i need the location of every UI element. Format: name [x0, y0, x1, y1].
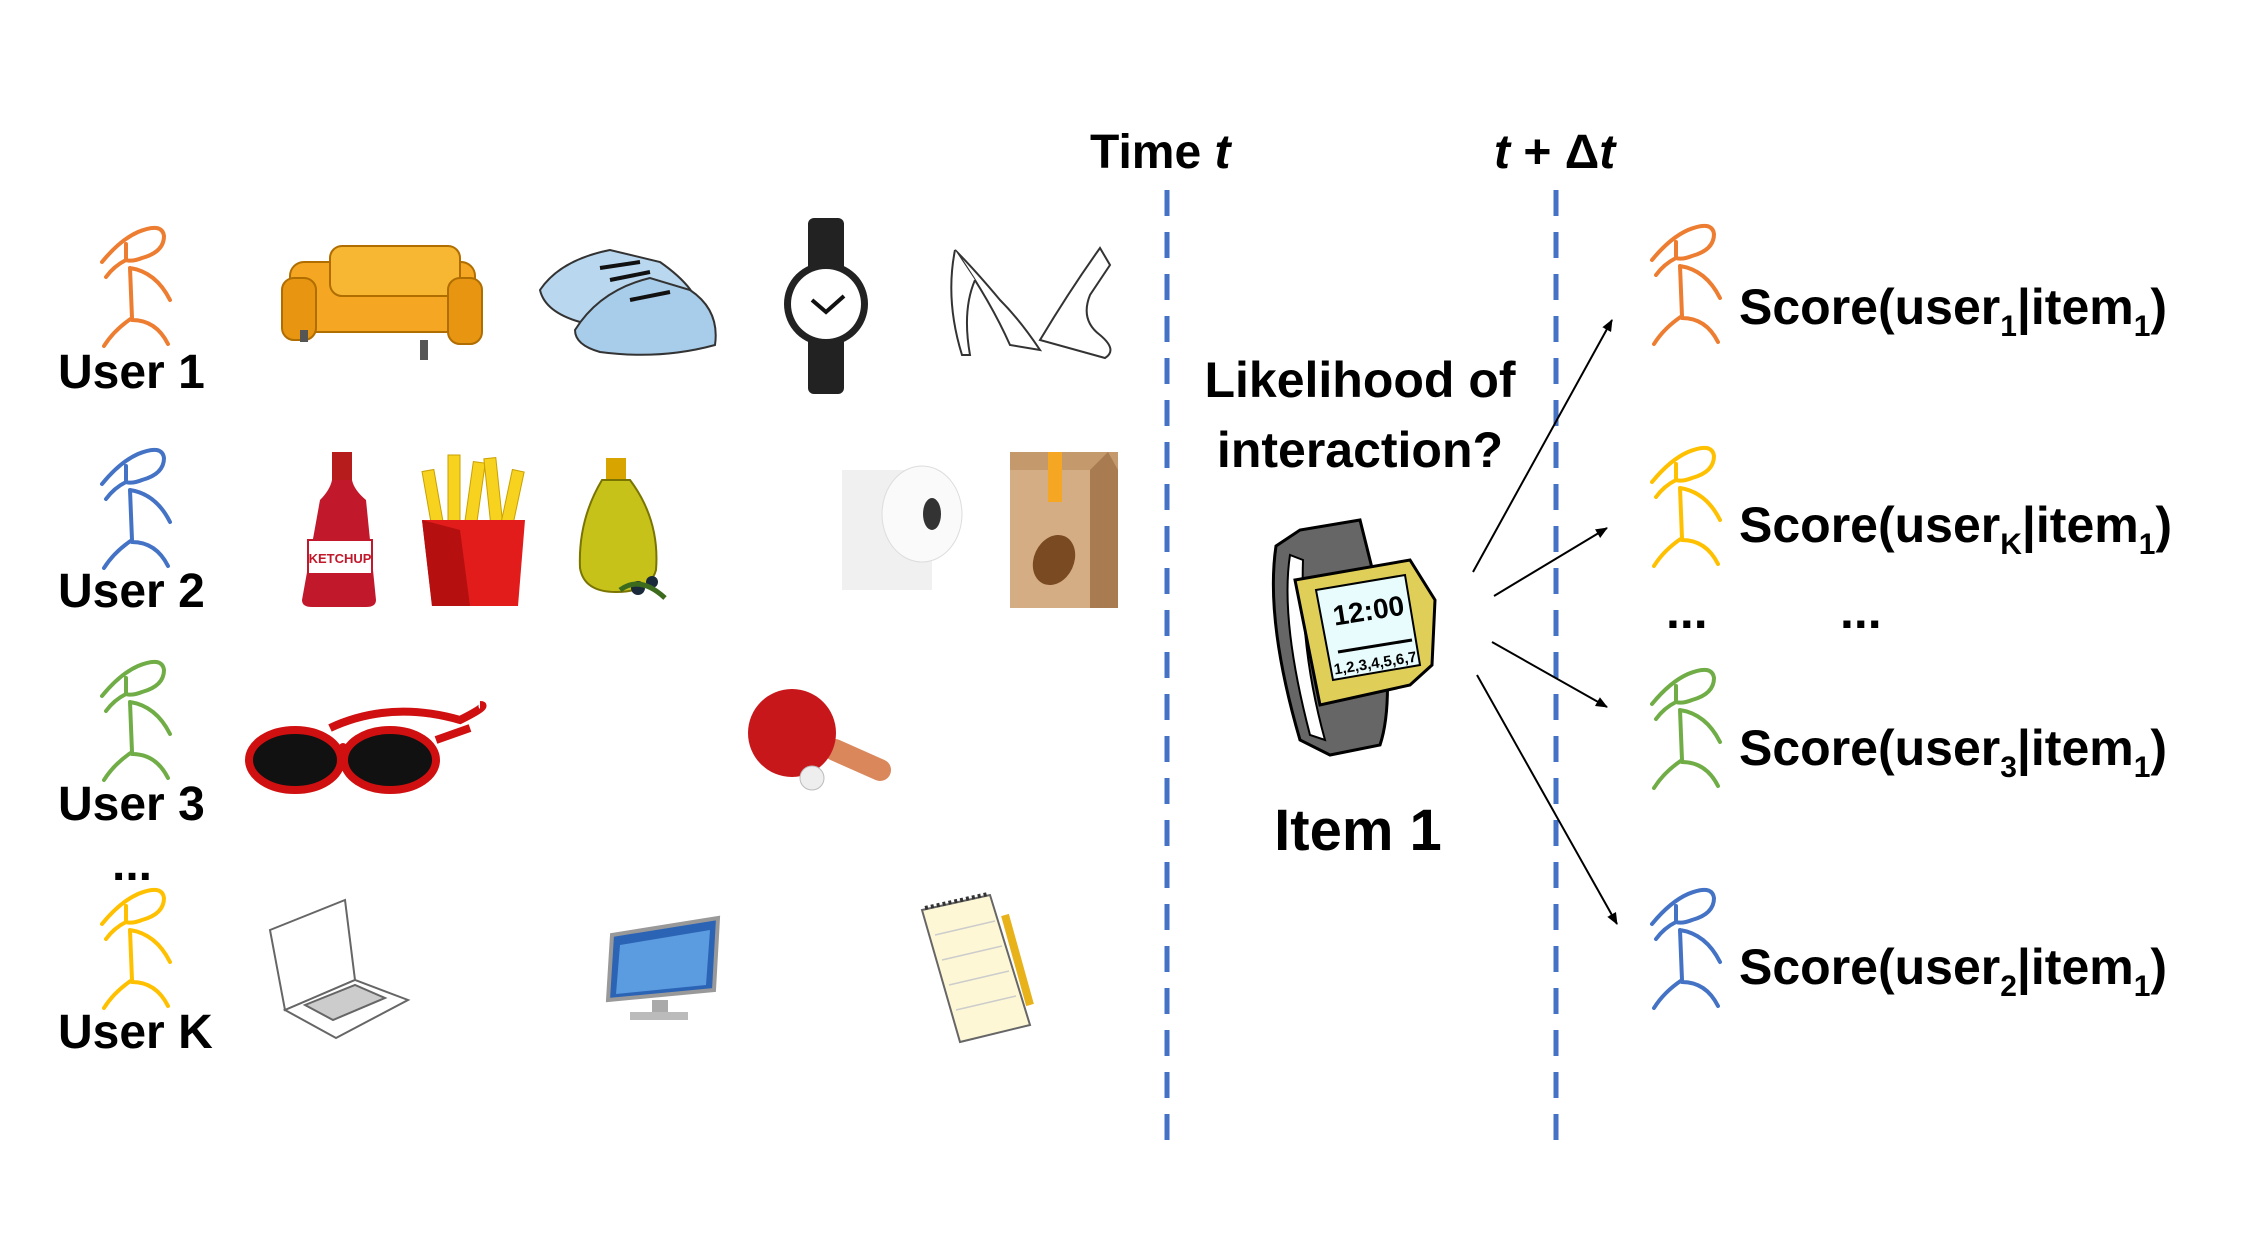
- score-user-sub: 1: [2000, 310, 2017, 343]
- score-mid: |item: [2022, 497, 2139, 554]
- notepad-icon: [920, 892, 1034, 1044]
- question-line-1: Likelihood of: [1204, 352, 1515, 408]
- score-mid: |item: [2017, 279, 2134, 336]
- wristwatch-icon: [784, 218, 868, 394]
- ketchup-label: KETCHUP: [309, 551, 372, 566]
- score-user-2-figure-icon: [1650, 887, 1722, 1010]
- score-item-sub: 1: [2134, 970, 2151, 1003]
- user-k-figure-icon: [100, 887, 172, 1010]
- sneakers-icon: [538, 248, 717, 356]
- score-user-3-label: Score(user3|item1): [1739, 720, 2167, 784]
- item-1-label: Item 1: [1274, 798, 1442, 863]
- toilet-paper-icon: [842, 465, 963, 590]
- user-2-figure-icon: [100, 447, 172, 570]
- olive-oil-icon: [578, 458, 667, 600]
- arrow-to-user-3: [1491, 641, 1608, 708]
- time-t-plus-delta-label: t + Δt: [1494, 126, 1617, 179]
- score-suffix: ): [2150, 720, 2167, 776]
- question-line-2: interaction?: [1217, 422, 1503, 478]
- score-mid: |item: [2017, 939, 2134, 996]
- score-item-ellipsis: ...: [1840, 583, 1882, 639]
- coffee-bag-icon: [1010, 452, 1118, 608]
- score-item-sub: 1: [2134, 310, 2151, 343]
- laptop-icon: [268, 898, 411, 1040]
- score-user-1-figure-icon: [1650, 223, 1722, 346]
- sunglasses-icon: [245, 701, 487, 794]
- smartwatch-item-icon: 12:00 1,2,3,4,5,6,7: [1271, 518, 1437, 757]
- score-user-sub: 2: [2000, 970, 2017, 1003]
- score-item-sub: 1: [2139, 528, 2156, 561]
- ping-pong-paddle-icon: [748, 689, 891, 791]
- score-user-2-label: Score(user2|item1): [1739, 939, 2167, 1003]
- fries-icon: [421, 454, 525, 606]
- score-prefix: Score(user: [1739, 939, 2000, 995]
- score-user-k-label: Score(userK|item1): [1739, 497, 2172, 561]
- score-user-sub: K: [2000, 528, 2022, 561]
- time-t-label: Time t: [1090, 126, 1233, 179]
- score-prefix: Score(user: [1739, 720, 2000, 776]
- score-user-3-figure-icon: [1650, 667, 1722, 790]
- user-1-figure-icon: [100, 225, 172, 348]
- user-k-label: User K: [58, 1006, 213, 1059]
- arrow-to-user-2: [1476, 674, 1618, 925]
- score-prefix: Score(user: [1739, 497, 2000, 553]
- sofa-icon: [281, 245, 483, 360]
- users-ellipsis: ...: [112, 838, 152, 891]
- score-user-ellipsis: ...: [1666, 583, 1708, 639]
- score-user-k-figure-icon: [1650, 445, 1722, 568]
- score-suffix: ): [2150, 939, 2167, 995]
- score-mid: |item: [2017, 720, 2134, 777]
- ketchup-icon: KETCHUP: [302, 452, 376, 607]
- user-3-label: User 3: [58, 778, 205, 831]
- score-prefix: Score(user: [1739, 279, 2000, 335]
- user-3-figure-icon: [100, 659, 172, 782]
- arrow-to-user-1: [1472, 319, 1613, 573]
- score-user-sub: 3: [2000, 751, 2017, 784]
- score-user-1-label: Score(user1|item1): [1739, 279, 2167, 343]
- score-suffix: ): [2155, 497, 2172, 553]
- user-1-label: User 1: [58, 346, 205, 399]
- score-item-sub: 1: [2134, 751, 2151, 784]
- user-2-label: User 2: [58, 565, 205, 618]
- high-heels-icon: [950, 246, 1112, 360]
- arrow-to-user-k: [1493, 527, 1608, 597]
- score-suffix: ): [2150, 279, 2167, 335]
- monitor-icon: [605, 915, 721, 1020]
